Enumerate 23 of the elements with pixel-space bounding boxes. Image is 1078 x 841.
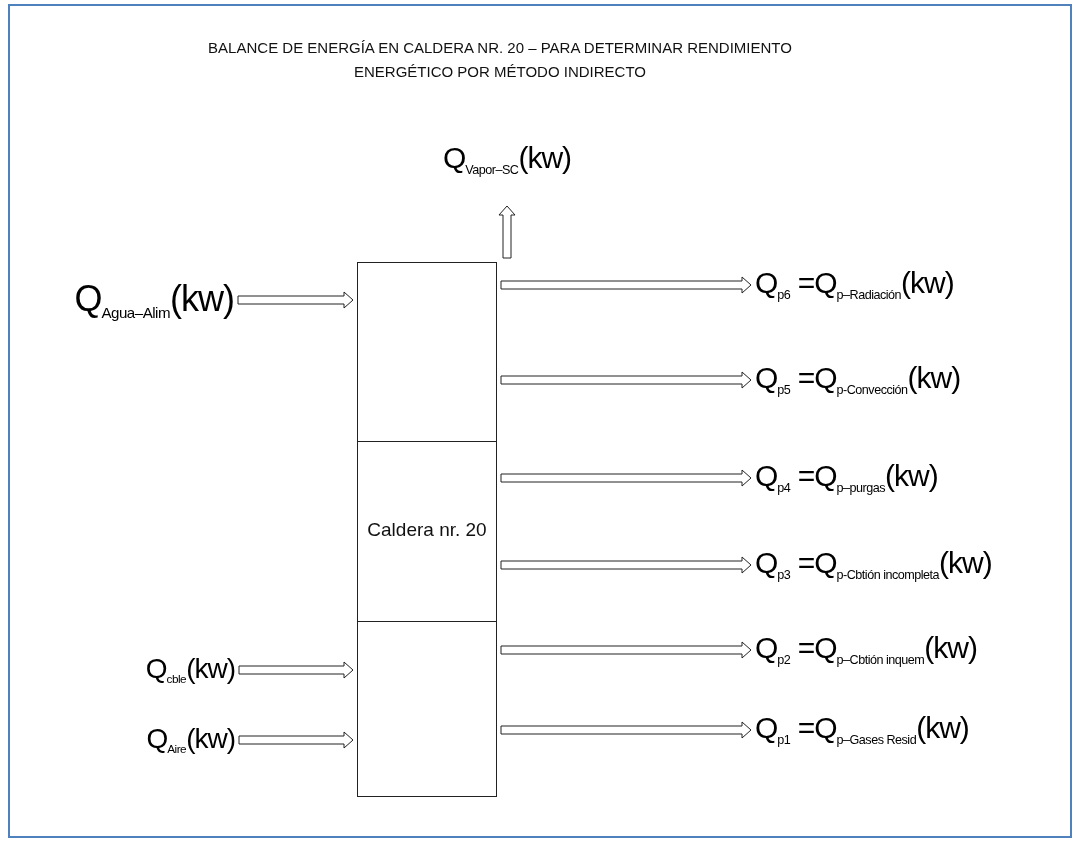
formula-text: Q$_{cble}$(kw) — [145, 654, 235, 685]
formula-text: Q$_{Aire}$(kw) — [146, 724, 235, 755]
block-arrow — [500, 371, 752, 389]
formula-text: Q$_{p1}$ =Q$_{p–Gases Resid}$(kw) — [755, 713, 969, 747]
formula-text: Q$_{p4}$ =Q$_{p–purgas}$(kw) — [755, 461, 938, 495]
boiler-box — [357, 262, 497, 797]
block-arrow — [500, 641, 752, 659]
diagram-title: BALANCE DE ENERGÍA EN CALDERA NR. 20 – PARA DETERMINAR RENDIMIENTO ENERGÉTICO POR MÉTODO INDIRECTO — [207, 38, 793, 82]
block-arrow — [498, 205, 516, 259]
block-arrow — [238, 661, 354, 679]
boiler-label: Caldera nr. 20 — [367, 518, 487, 541]
formula-text: Q$_{p3}$ =Q$_{p-Cbtión incompleta}$(kw) — [755, 548, 992, 582]
formula-text: Q$_{Agua–Alim}$(kw) — [74, 280, 234, 320]
block-arrow — [237, 291, 354, 309]
formula-text: Q$_{p6}$ =Q$_{p–Radiación}$(kw) — [755, 268, 954, 302]
block-arrow — [500, 556, 752, 574]
formula-text: Q$_{p2}$ =Q$_{p–Cbtión inquem}$(kw) — [755, 633, 977, 667]
block-arrow — [500, 469, 752, 487]
formula-text: Q$_{Vapor–SC}$(kw) — [442, 143, 572, 177]
block-arrow — [500, 721, 752, 739]
block-arrow — [238, 731, 354, 749]
formula-text: Q$_{p5}$ =Q$_{p-Convección}$(kw) — [755, 363, 961, 397]
block-arrow — [500, 276, 752, 294]
